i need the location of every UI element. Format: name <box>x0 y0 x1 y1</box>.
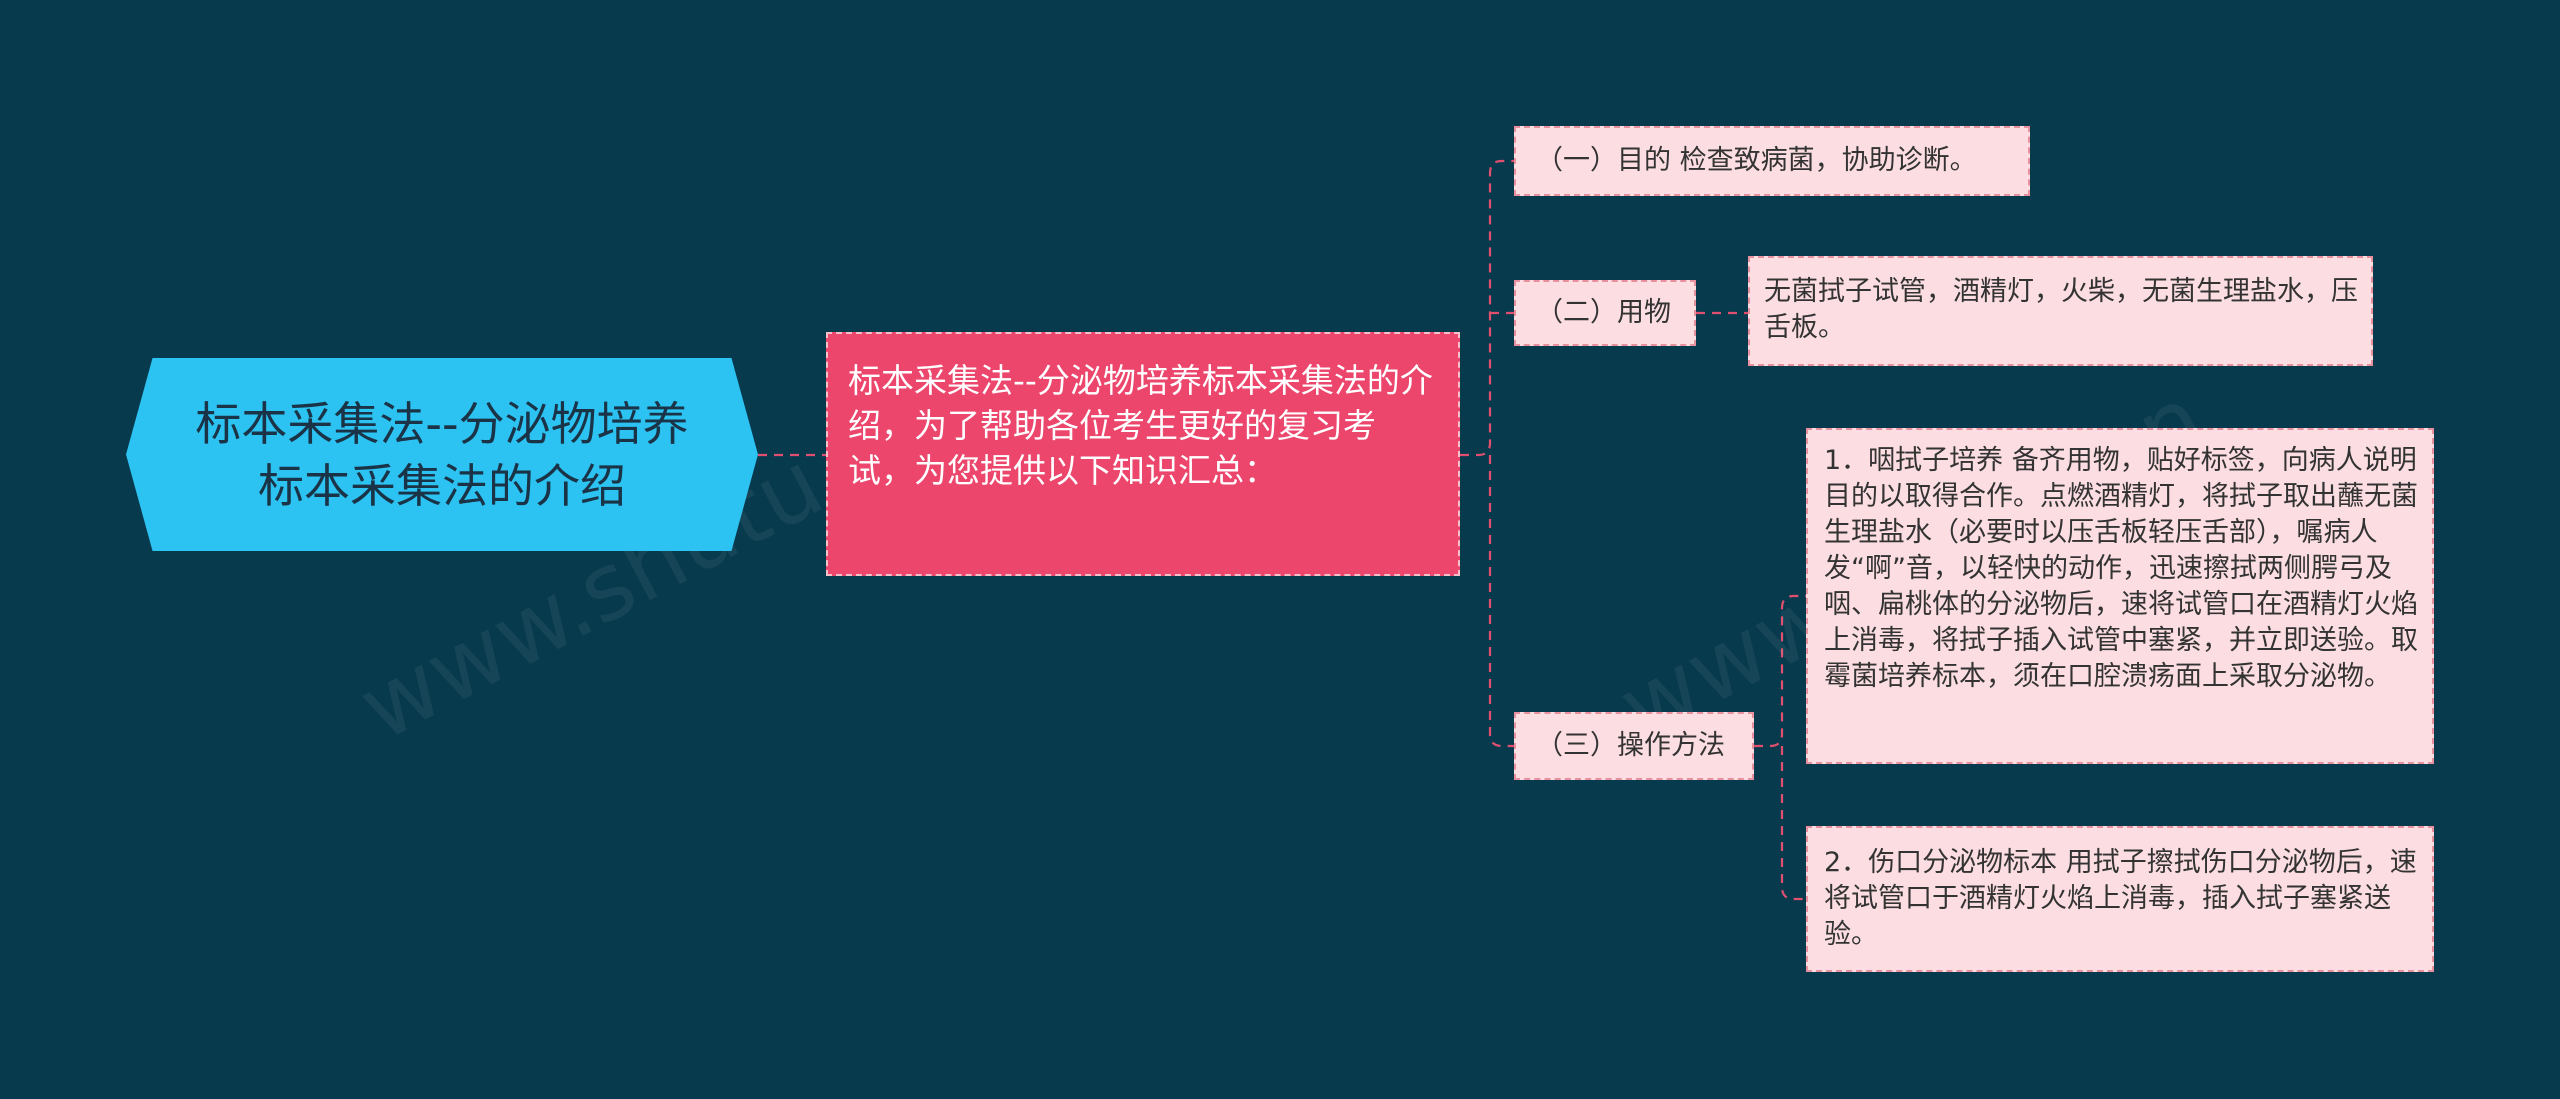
branch-supplies[interactable]: （二）用物 <box>1514 280 1696 346</box>
branch-procedure[interactable]: （三）操作方法 <box>1514 712 1754 780</box>
detail-wound-secretion[interactable]: 2．伤口分泌物标本 用拭子擦拭伤口分泌物后，速将试管口于酒精灯火焰上消毒，插入拭… <box>1806 826 2434 972</box>
branch-supplies-label: （二）用物 <box>1536 297 1671 328</box>
detail-supplies-label: 无菌拭子试管，酒精灯，火柴，无菌生理盐水，压舌板。 <box>1764 276 2358 343</box>
detail-throat-swab[interactable]: 1．咽拭子培养 备齐用物，贴好标签，向病人说明目的以取得合作。点燃酒精灯，将拭子… <box>1806 428 2434 764</box>
root-topic-label: 标本采集法--分泌物培养标本采集法的介绍 <box>195 396 689 513</box>
branch-procedure-label: （三）操作方法 <box>1536 730 1725 761</box>
connector-main-branch3 <box>1488 455 1514 748</box>
connector-branch3-detail2 <box>1780 746 1806 901</box>
root-topic[interactable]: 标本采集法--分泌物培养标本采集法的介绍 <box>126 358 758 551</box>
detail-throat-swab-label: 1．咽拭子培养 备齐用物，贴好标签，向病人说明目的以取得合作。点燃酒精灯，将拭子… <box>1824 445 2418 692</box>
connector-branch3-detail1 <box>1754 594 1806 748</box>
main-topic[interactable]: 标本采集法--分泌物培养标本采集法的介绍，为了帮助各位考生更好的复习考试，为您提… <box>826 332 1460 576</box>
detail-supplies[interactable]: 无菌拭子试管，酒精灯，火柴，无菌生理盐水，压舌板。 <box>1748 256 2373 366</box>
detail-wound-secretion-label: 2．伤口分泌物标本 用拭子擦拭伤口分泌物后，速将试管口于酒精灯火焰上消毒，插入拭… <box>1824 847 2417 950</box>
branch-purpose-label: （一）目的 检查致病菌，协助诊断。 <box>1536 145 1977 176</box>
connector-main-branch1 <box>1460 159 1514 457</box>
main-topic-label: 标本采集法--分泌物培养标本采集法的介绍，为了帮助各位考生更好的复习考试，为您提… <box>848 361 1433 490</box>
branch-purpose[interactable]: （一）目的 检查致病菌，协助诊断。 <box>1514 126 2030 196</box>
